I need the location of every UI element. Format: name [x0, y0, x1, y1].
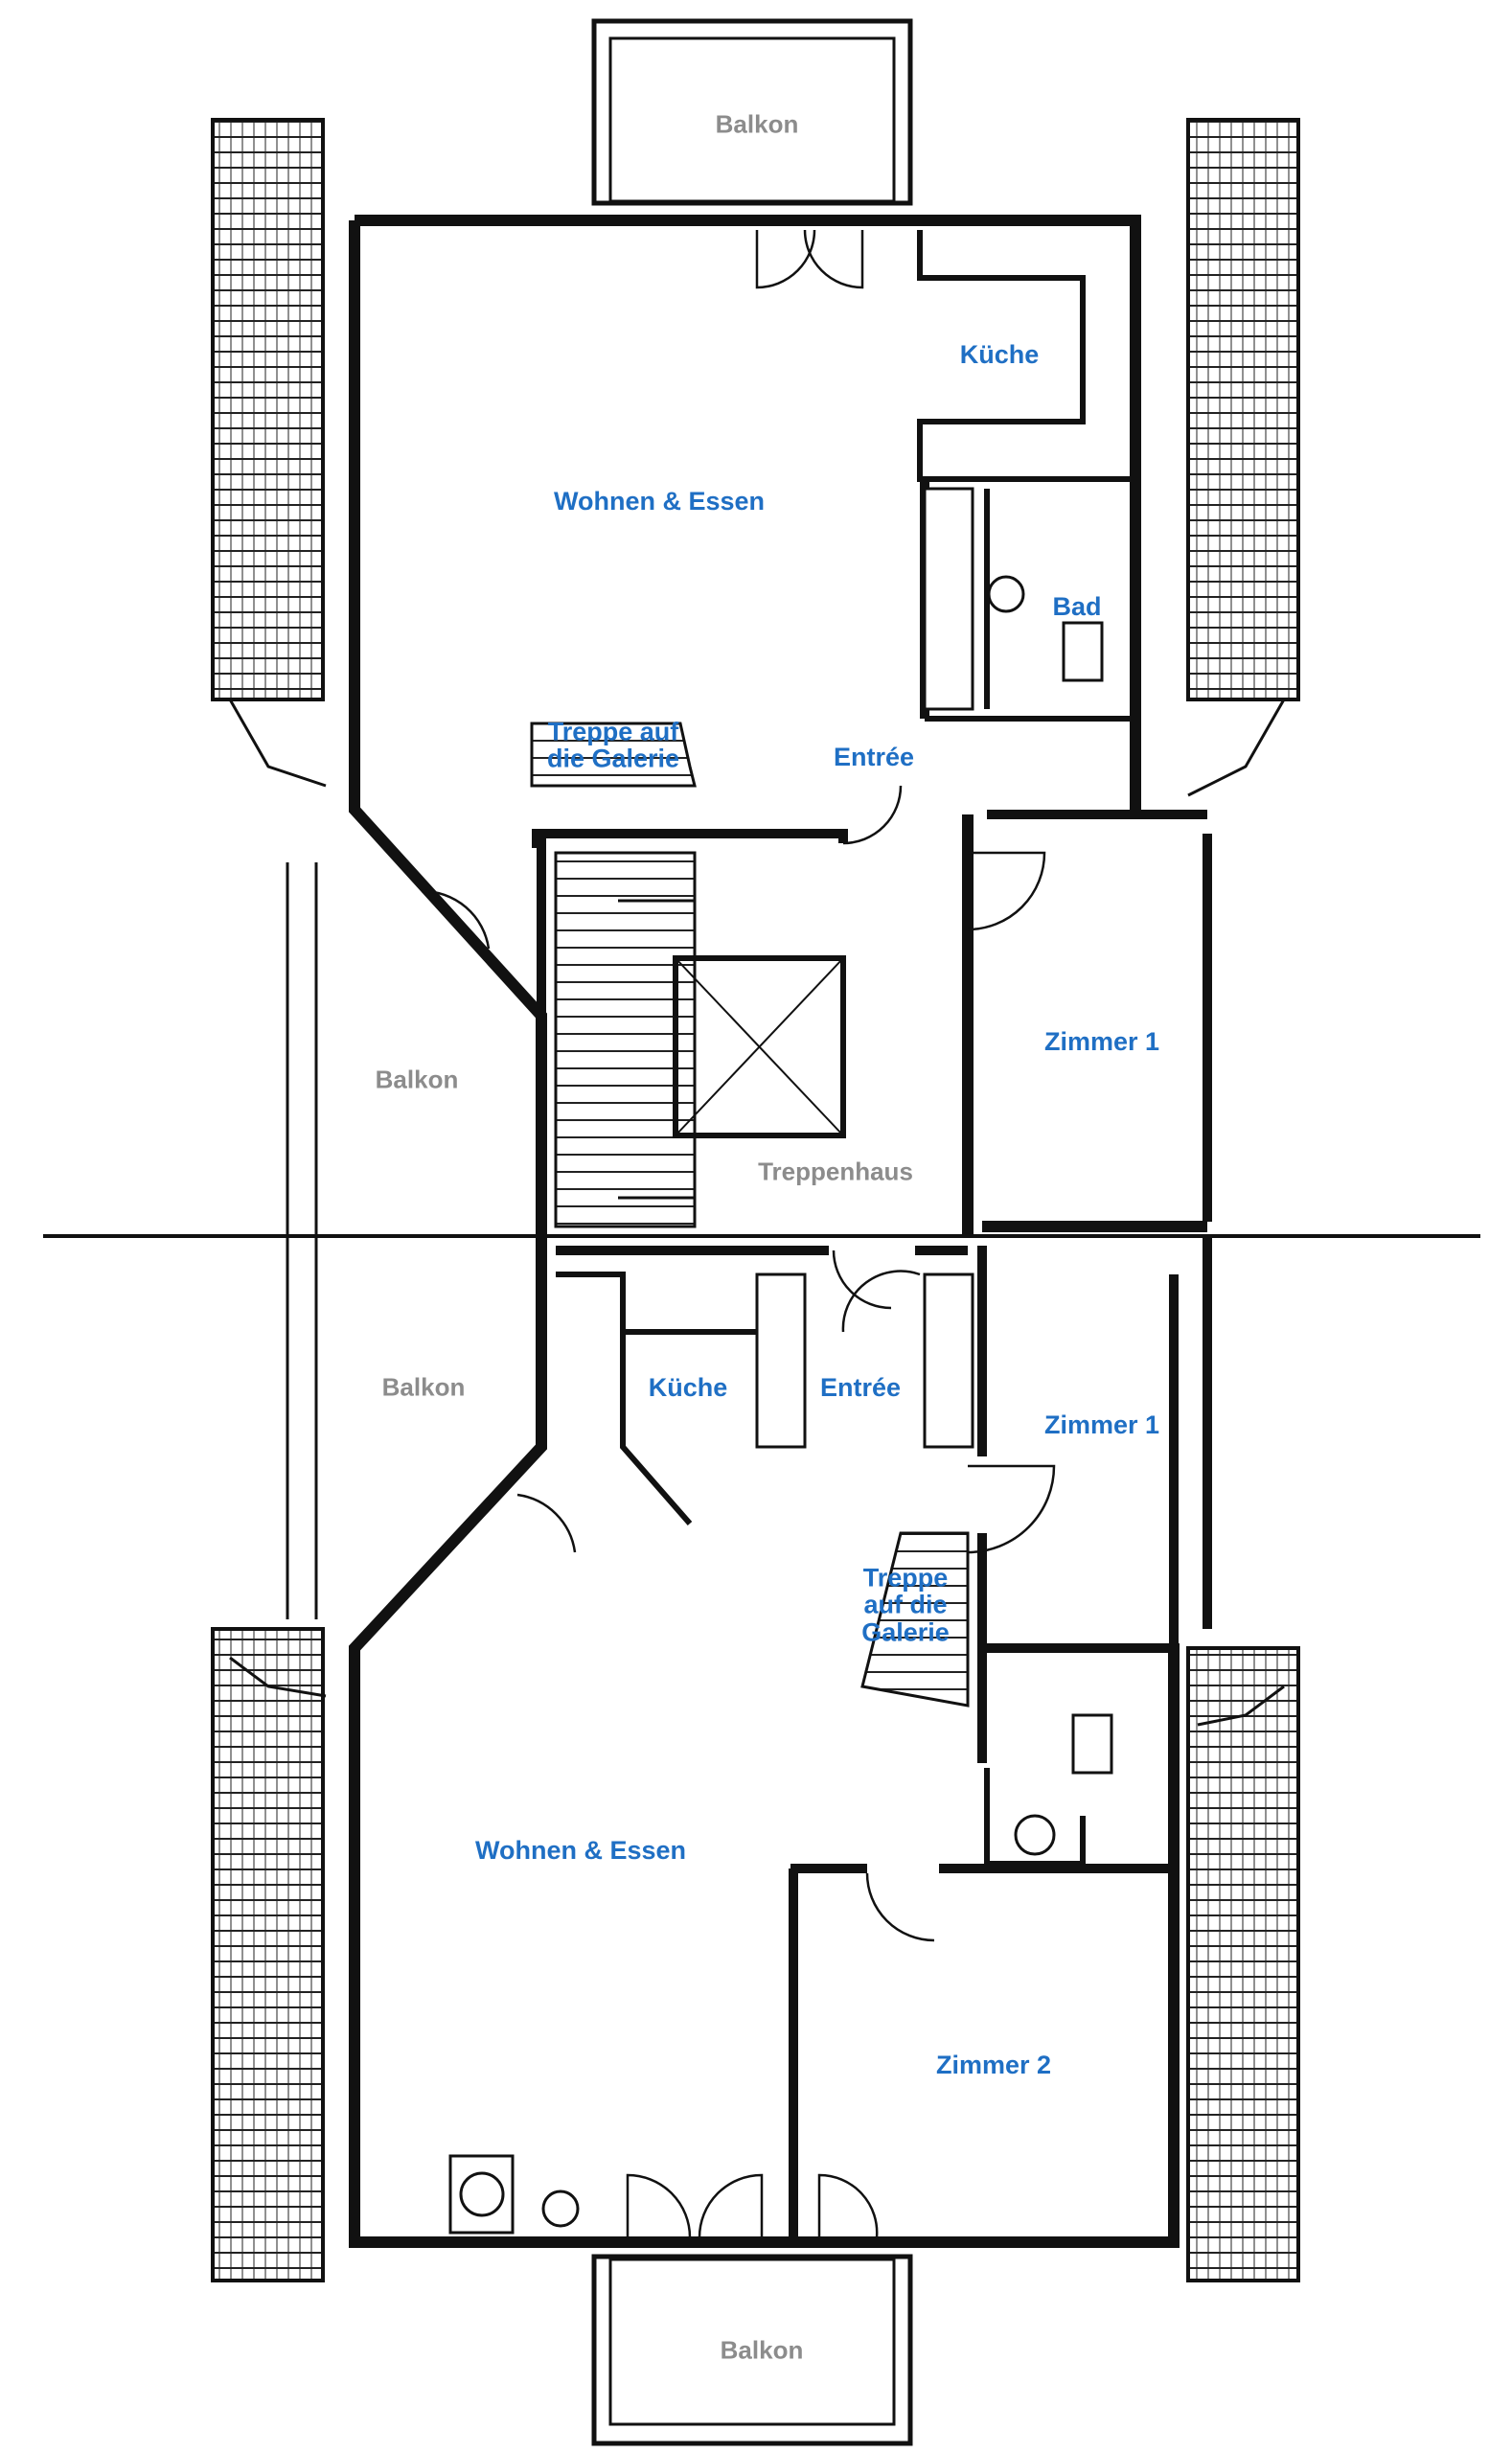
stairs [530, 722, 970, 1708]
upper-treppe-label: Treppe auf die Galerie [546, 717, 680, 773]
lower-zimmer1-label: Zimmer 1 [1043, 1410, 1160, 1439]
balconies [286, 18, 913, 2446]
interior-walls [532, 230, 1207, 2237]
doors [421, 229, 1056, 2238]
roof-slopes [211, 118, 1300, 2282]
upper-kueche-label: Küche [959, 339, 1040, 369]
lower-balkon-bottom-label: Balkon [720, 2335, 804, 2365]
lower-kueche-label: Küche [648, 1372, 728, 1402]
lower-entree-label: Entrée [819, 1372, 902, 1402]
lower-balkon-side-label: Balkon [381, 1372, 466, 1402]
upper-treppenhaus-label: Treppenhaus [758, 1157, 913, 1186]
upper-entree-label: Entrée [833, 742, 915, 771]
fixtures [448, 487, 1113, 2235]
upper-bad-label: Bad [1052, 591, 1102, 621]
upper-balkon-side-label: Balkon [375, 1065, 459, 1094]
lower-zimmer2-label: Zimmer 2 [935, 2050, 1052, 2079]
upper-balkon-top-label: Balkon [715, 109, 799, 139]
upper-zimmer1-label: Zimmer 1 [1043, 1026, 1160, 1056]
lower-wohnen-label: Wohnen & Essen [474, 1835, 687, 1865]
lower-treppe-label: Treppe auf die Galerie [861, 1563, 950, 1647]
upper-wohnen-label: Wohnen & Essen [553, 486, 766, 516]
